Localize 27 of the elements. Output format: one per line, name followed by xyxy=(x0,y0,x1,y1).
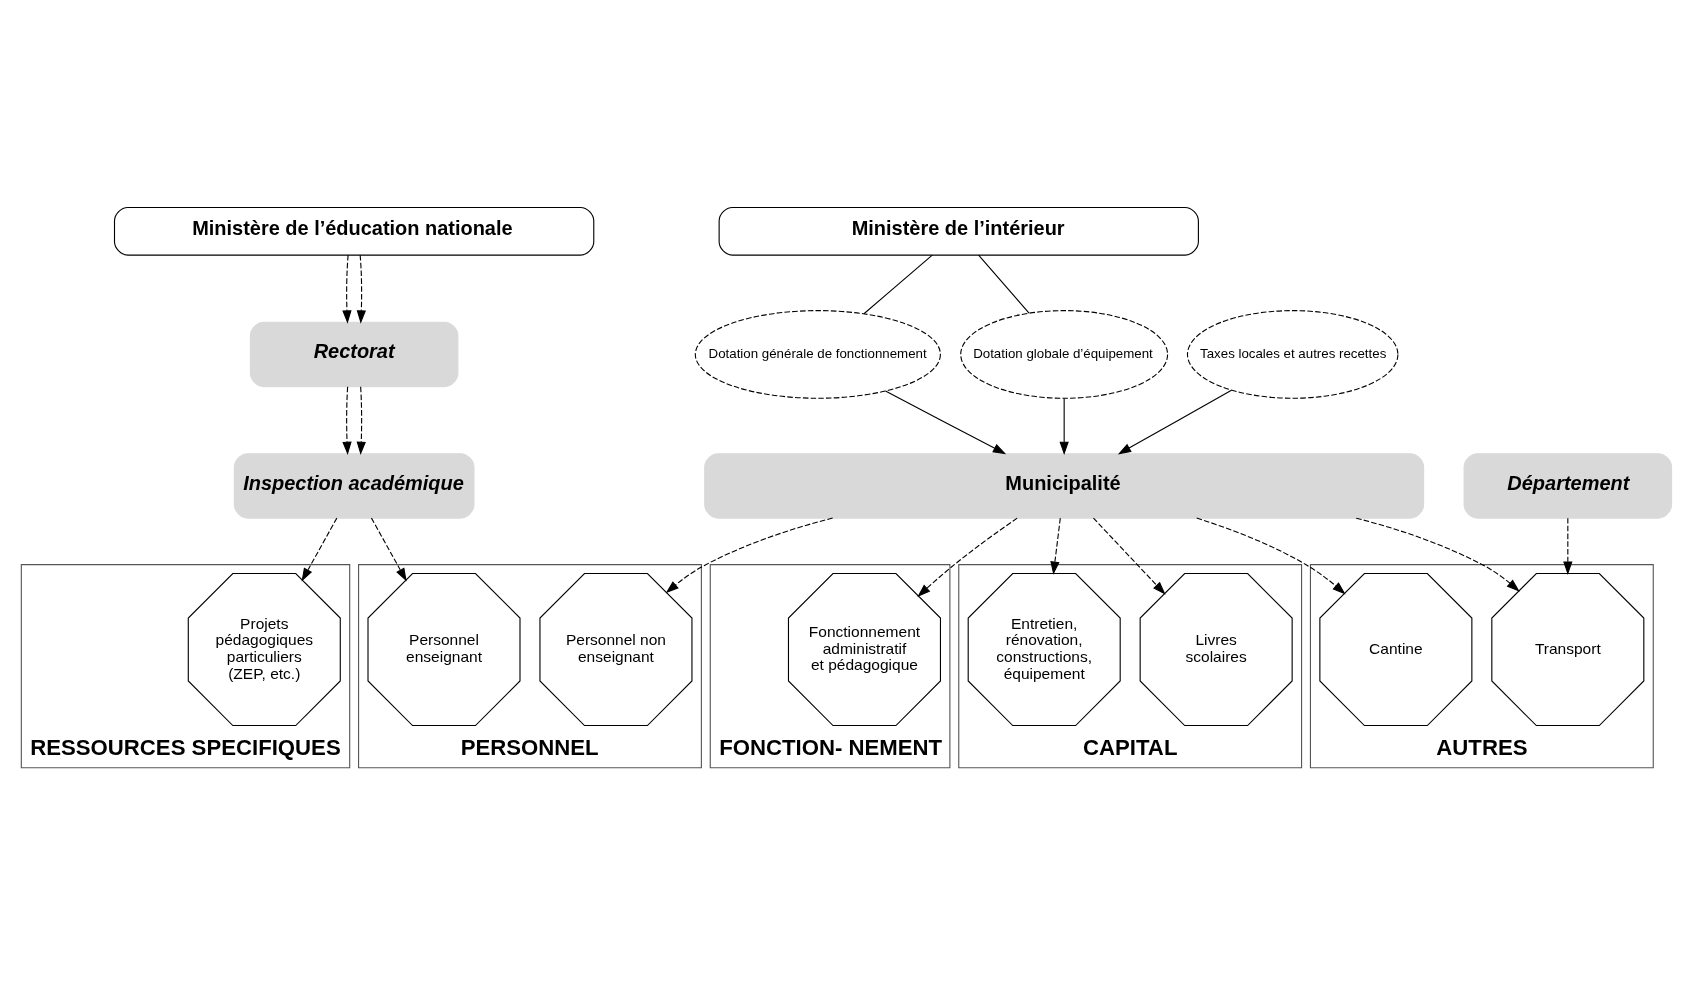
arrow xyxy=(884,389,1007,454)
arrow xyxy=(356,254,366,324)
node-box: Rectorat xyxy=(249,321,459,387)
arrow xyxy=(1050,517,1061,575)
node-box: Ministère de l’intérieur xyxy=(718,206,1199,256)
arrow xyxy=(917,517,1018,597)
arrow xyxy=(342,254,352,324)
arrow xyxy=(665,517,834,593)
node-box: Municipalité xyxy=(704,452,1425,519)
node-box: Inspection académique xyxy=(233,452,475,519)
arrow xyxy=(1059,397,1069,455)
arrow xyxy=(1196,517,1346,594)
arrow xyxy=(1117,389,1232,454)
node-box: Ministère de l’éducation nationale xyxy=(113,206,595,256)
connector xyxy=(863,254,933,314)
node-box: Département xyxy=(1463,452,1673,519)
arrow xyxy=(301,517,338,581)
arrow xyxy=(1563,517,1573,575)
arrow xyxy=(1355,517,1520,592)
node-ellipse: Dotation globale d’équipement xyxy=(960,309,1169,399)
arrow xyxy=(356,385,366,455)
node-ellipse: Dotation générale de fonctionnement xyxy=(694,309,941,399)
node-ellipse: Taxes locales et autres recettes xyxy=(1186,309,1399,399)
arrow xyxy=(342,385,352,455)
connector xyxy=(978,254,1030,314)
arrow xyxy=(1092,517,1166,595)
arrow xyxy=(370,517,407,581)
